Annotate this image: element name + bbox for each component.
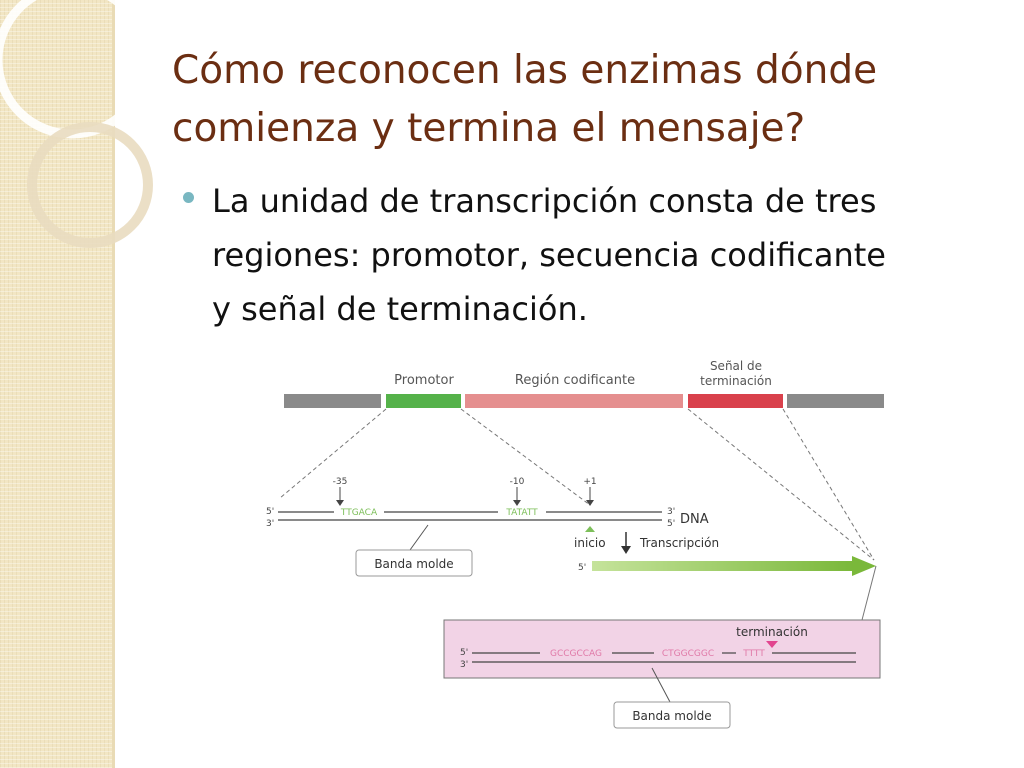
start-label: inicio: [574, 536, 606, 550]
template-strand-callout: [355, 549, 473, 577]
rna-5prime: 5': [578, 563, 586, 573]
dna-bottom-5prime: 5': [667, 519, 675, 529]
bullet-line-3: y señal de terminación.: [212, 290, 588, 328]
bullet-line-1: La unidad de transcripción consta de tre…: [212, 182, 877, 220]
term-sequence-3: TTTT: [742, 649, 765, 659]
bullet-text: La unidad de transcripción consta de tre…: [212, 174, 1002, 336]
transcription-label: Transcripción: [639, 536, 719, 550]
slide-title-line-2: comienza y termina el mensaje?: [172, 106, 806, 151]
position-minus-35: -35: [333, 477, 348, 487]
callout-line: [409, 524, 429, 551]
termination-signal-segment: [688, 394, 783, 408]
decorative-ring-small: [27, 122, 153, 248]
guide-line-termination-left: [687, 408, 875, 561]
termination-detail-box: [443, 619, 881, 679]
bullet-icon: [183, 192, 194, 203]
term-top-5prime: 5': [460, 648, 468, 658]
callout-line: [651, 667, 671, 703]
arrow-down-icon: [586, 500, 594, 506]
template-strand-label-2: Banda molde: [632, 709, 711, 723]
slide-title-line-1: Cómo reconocen las enzimas dónde: [172, 48, 878, 93]
coding-region-label: Región codificante: [515, 373, 635, 388]
term-bottom-3prime: 3': [460, 660, 468, 670]
dna-label: DNA: [680, 512, 709, 527]
slide-title: Cómo reconocen las enzimas dónde comienz…: [172, 42, 992, 158]
position-minus-10: -10: [510, 477, 525, 487]
side-strip-edge: [112, 0, 115, 768]
arrow-down-icon: [336, 500, 344, 506]
termination-label: terminación: [736, 625, 808, 639]
termination-marker-icon: [766, 641, 778, 648]
guide-lines: [279, 408, 875, 561]
termination-connector-line: [861, 565, 877, 621]
bullet-line-2: regiones: promotor, secuencia codificant…: [212, 236, 886, 274]
term-sequence-1: GCCGCCAG: [550, 649, 602, 659]
sequence-minus-35: TTGACA: [340, 508, 378, 518]
termination-signal-label-line-1: Señal de: [710, 359, 762, 373]
promoter-label: Promotor: [394, 373, 454, 388]
sequence-minus-10: TATATT: [505, 508, 538, 518]
template-strand-label: Banda molde: [374, 557, 453, 571]
guide-line-promoter-left: [279, 408, 387, 499]
term-sequence-2: CTGGCGGC: [662, 649, 714, 659]
dna-top-3prime: 3': [667, 507, 675, 517]
decorative-rings: [0, 0, 153, 248]
coding-region-segment: [465, 394, 683, 408]
dna-bottom-3prime: 3': [266, 519, 274, 529]
arrow-down-icon: [513, 500, 521, 506]
rna-transcript-bar: [592, 561, 854, 571]
termination-signal-label-line-2: terminación: [700, 374, 772, 388]
position-plus-1: +1: [583, 477, 596, 487]
flanking-segment-left: [284, 394, 381, 408]
start-marker-icon: [585, 526, 595, 532]
arrow-down-icon: [621, 546, 631, 554]
dna-top-5prime: 5': [266, 507, 274, 517]
guide-line-termination-right: [782, 408, 875, 561]
rna-arrowhead-icon: [852, 556, 876, 576]
template-strand-callout-2: [613, 701, 731, 729]
promoter-segment: [386, 394, 461, 408]
flanking-segment-right: [787, 394, 884, 408]
guide-line-promoter-right: [460, 408, 591, 506]
